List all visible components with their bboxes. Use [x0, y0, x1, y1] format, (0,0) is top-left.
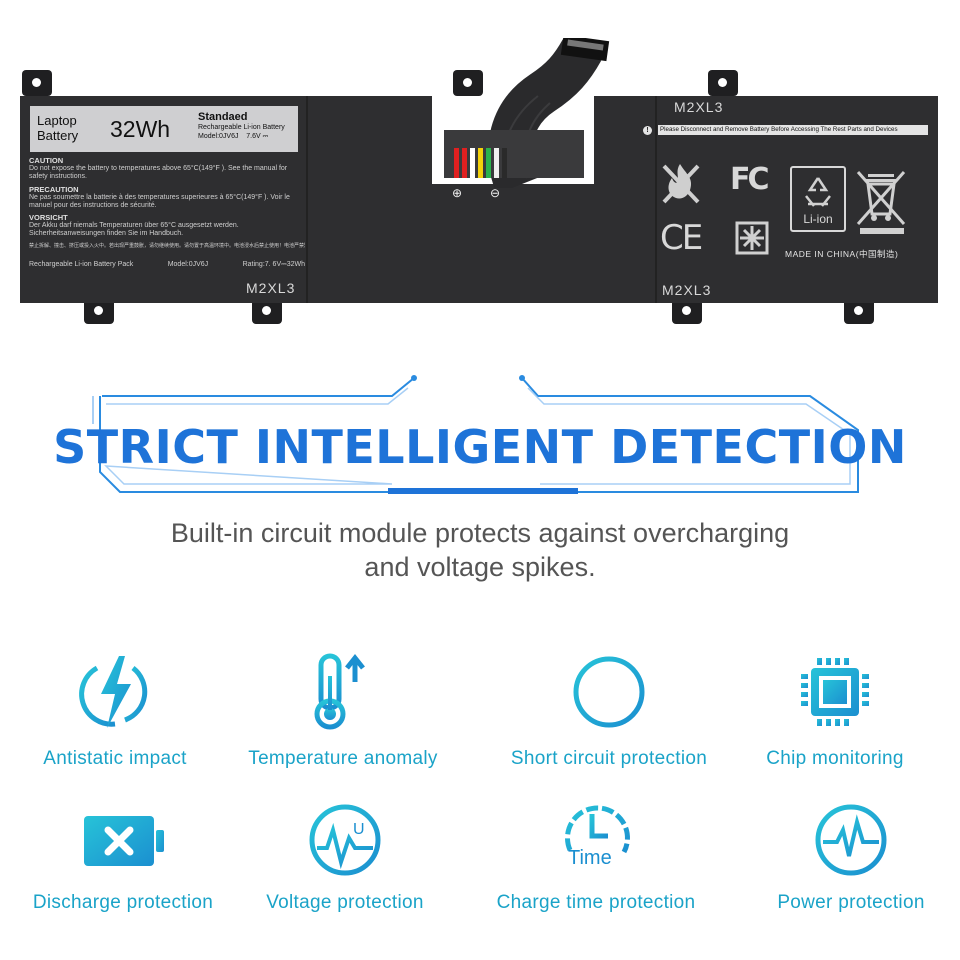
warning-icon: !	[643, 126, 652, 135]
feature-label-antistatic: Antistatic impact	[43, 748, 187, 769]
feature-chip: Chip monitoring	[720, 652, 950, 769]
feature-charge-time: Time Charge time protection	[481, 800, 711, 913]
mounting-tab	[22, 70, 52, 96]
battery-product-image: Laptop Battery 32Wh Standaed Rechargeabl…	[0, 0, 960, 340]
battery-x-icon	[84, 816, 164, 866]
feature-label-short-circuit: Short circuit protection	[510, 748, 708, 769]
feature-short-circuit: Short circuit protection	[494, 652, 724, 769]
subheadline-line-1: Built-in circuit module protects against…	[170, 518, 790, 548]
li-ion-recycle-icon: Li-ion	[790, 166, 846, 232]
label-model: Model:0JV6J 7.6V ⎓	[198, 133, 269, 140]
short-circuit-icon	[573, 656, 645, 728]
feature-label-charge-time: Charge time protection	[496, 892, 696, 913]
battery-label: Laptop Battery 32Wh Standaed Rechargeabl…	[30, 106, 298, 152]
feature-label-power: Power protection	[777, 892, 925, 913]
chip-icon	[801, 658, 869, 726]
subheadline-line-2: and voltage spikes.	[364, 552, 596, 582]
feature-label-discharge: Discharge protection	[32, 892, 214, 913]
feature-temperature: Temperature anomaly	[228, 652, 458, 769]
part-code-left: M2XL3	[246, 280, 296, 296]
disconnect-notice: Please Disconnect and Remove Battery Bef…	[658, 125, 928, 135]
ce-mark: CE	[660, 218, 703, 258]
fcc-mark: FC	[730, 162, 769, 197]
feature-discharge: Discharge protection	[8, 806, 238, 913]
cell-divider	[655, 96, 657, 303]
feature-antistatic: Antistatic impact	[0, 652, 230, 769]
label-type: Rechargeable Li-ion Battery	[198, 124, 285, 131]
lightning-shield-icon	[79, 656, 148, 728]
label-standard: Standaed	[198, 111, 248, 123]
positive-terminal-icon: ⊕	[452, 186, 463, 200]
feature-label-temperature: Temperature anomaly	[248, 748, 438, 769]
clock-time-icon: Time	[565, 805, 630, 869]
feature-label-chip: Chip monitoring	[766, 748, 904, 769]
voltage-wave-icon: U	[309, 804, 381, 876]
feature-label-voltage: Voltage protection	[266, 892, 424, 913]
subheadline: Built-in circuit module protects against…	[0, 516, 960, 584]
label-laptop-battery: Laptop Battery	[37, 113, 79, 143]
part-code-right-top: M2XL3	[674, 99, 724, 115]
recycle-symbol-icon	[735, 221, 769, 255]
made-in-china: MADE IN CHINA(中国制造)	[785, 249, 899, 259]
negative-terminal-icon: ⊖	[490, 186, 501, 200]
li-ion-text: Li-ion	[803, 212, 833, 226]
rating-line: Rechargeable Li-ion Battery Pack Model:0…	[29, 261, 305, 268]
part-code-right-bottom: M2XL3	[662, 282, 712, 298]
feature-voltage: U Voltage protection	[230, 800, 460, 913]
chinese-warning: 禁止拆解、撞击、挤压或投入火中。若出现严重鼓胀，请勿继续使用。请勿置于高温环境中…	[29, 243, 305, 249]
headline: STRICT INTELLIGENT DETECTION	[53, 420, 907, 474]
time-text: Time	[568, 847, 612, 869]
no-fire-icon	[662, 164, 700, 204]
voltage-u-text: U	[353, 821, 365, 838]
label-capacity: 32Wh	[110, 116, 171, 142]
ribbon-cable-icon	[444, 38, 610, 188]
mounting-tab	[453, 70, 483, 96]
headline-frame-decoration	[92, 375, 859, 494]
pulse-heart-icon	[815, 804, 887, 876]
no-trash-bin-icon	[856, 171, 906, 234]
feature-power: Power protection	[736, 800, 960, 913]
cell-divider	[306, 96, 308, 303]
mounting-tab	[708, 70, 738, 96]
thermometer-up-icon	[314, 653, 365, 730]
